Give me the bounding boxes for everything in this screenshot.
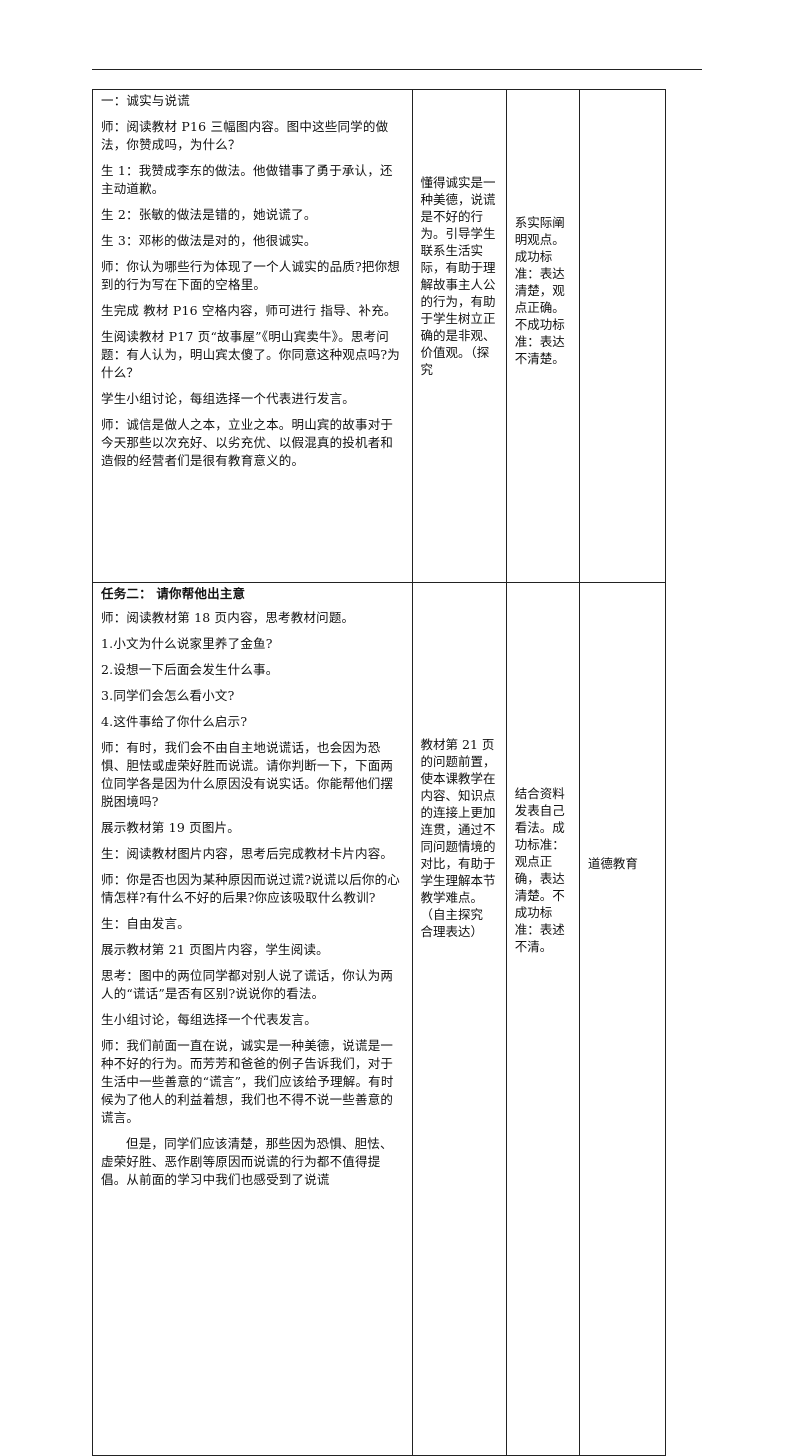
task2-paragraph: 师：阅读教材第 18 页内容，思考教材问题。 — [101, 610, 355, 625]
task2-paragraph: 展示教材第 21 页图片内容，学生阅读。 — [101, 942, 329, 957]
task2-paragraph: 3.同学们会怎么看小文? — [101, 688, 235, 703]
task1-paragraph: 生阅读教材 P17 页“故事屋”《明山宾卖牛》。思考问题：有人认为，明山宾太傻了… — [101, 329, 401, 380]
task2-title: 任务二： 请你帮他出主意 — [101, 586, 246, 601]
task2-paragraph: 思考：图中的两位同学都对别人说了谎话，你认为两人的“谎话”是否有区别?说说你的看… — [101, 968, 394, 1001]
task1-paragraph: 生完成 教材 P16 空格内容，师可进行 指导、补充。 — [101, 303, 397, 318]
task2-assessment: 结合资料发表自己看法。成功标准：观点正确，表达清楚。不成功标准：表述不清。 — [514, 786, 565, 954]
task1-assessment: 系实际阐明观点。成功标准：表达清楚，观点正确。不成功标准：表达不清楚。 — [514, 215, 565, 366]
task2-assessment-cell: 结合资料发表自己看法。成功标准：观点正确，表达清楚。不成功标准：表述不清。 — [505, 582, 580, 1456]
lesson-plan-table: 一：诚实与说谎 师：阅读教材 P16 三幅图内容。图中这些同学的做法，你赞成吗，… — [92, 89, 667, 1456]
task2-paragraph: 师：我们前面一直在说，诚实是一种美德，说谎是一种不好的行为。而芳芳和爸爸的例子告… — [101, 1038, 394, 1125]
task2-note: 道德教育 — [587, 856, 638, 871]
table-row-task2: 任务二： 请你帮他出主意 师：阅读教材第 18 页内容，思考教材问题。 1.小文… — [92, 582, 667, 1456]
task1-paragraph: 师：阅读教材 P16 三幅图内容。图中这些同学的做法，你赞成吗，为什么？ — [101, 119, 389, 152]
task2-paragraph: 4.这件事给了你什么启示? — [101, 714, 248, 729]
task2-design-intent-cell: 教材第 21 页的问题前置，使本课教学在内容、知识点的连接上更加连贯，通过不同问… — [411, 582, 507, 1456]
task2-design-intent-cont: 合理表达） — [420, 924, 484, 939]
task2-note-cell: 道德教育 — [578, 582, 667, 1456]
task2-paragraph: 师：有时，我们会不由自主地说谎话，也会因为恐惧、胆怯或虚荣好胜而说谎。请你判断一… — [101, 740, 394, 809]
task2-process-cell: 任务二： 请你帮他出主意 师：阅读教材第 18 页内容，思考教材问题。 1.小文… — [92, 582, 413, 1456]
task2-paragraph: 生：阅读教材图片内容，思考后完成教材卡片内容。 — [101, 846, 394, 861]
task1-heading: 一：诚实与说谎 — [101, 93, 190, 108]
task2-paragraph: 展示教材第 19 页图片。 — [101, 820, 240, 835]
task2-paragraph: 1.小文为什么说家里养了金鱼? — [101, 636, 273, 651]
task1-paragraph: 师：诚信是做人之本，立业之本。明山宾的故事对于今天那些以次充好、以劣充优、以假混… — [101, 417, 394, 468]
task1-design-intent: 懂得诚实是一种美德，说谎是不好的行为。引导学生联系生活实际，有助于理解故事主人公… — [420, 175, 496, 377]
task1-note-cell — [578, 89, 667, 583]
table-row-task1: 一：诚实与说谎 师：阅读教材 P16 三幅图内容。图中这些同学的做法，你赞成吗，… — [92, 89, 667, 583]
task2-paragraph: 师：你是否也因为某种原因而说过谎?说谎以后你的心情怎样?有什么不好的后果?你应该… — [101, 872, 401, 905]
task1-process-cell: 一：诚实与说谎 师：阅读教材 P16 三幅图内容。图中这些同学的做法，你赞成吗，… — [92, 89, 413, 583]
task1-paragraph: 师：你认为哪些行为体现了一个人诚实的品质?把你想到的行为写在下面的空格里。 — [101, 259, 401, 292]
task1-paragraph: 学生小组讨论，每组选择一个代表进行发言。 — [101, 391, 356, 406]
task1-paragraph: 生 3：邓彬的做法是对的，他很诚实。 — [101, 233, 317, 248]
task2-design-intent: 教材第 21 页的问题前置，使本课教学在内容、知识点的连接上更加连贯，通过不同问… — [420, 737, 496, 922]
task2-paragraph: 生小组讨论，每组选择一个代表发言。 — [101, 1012, 317, 1027]
task2-paragraph: 生：自由发言。 — [101, 916, 190, 931]
task1-design-intent-cell: 懂得诚实是一种美德，说谎是不好的行为。引导学生联系生活实际，有助于理解故事主人公… — [411, 89, 507, 583]
header-rule — [92, 69, 702, 70]
task1-paragraph: 生 2：张敏的做法是错的，她说谎了。 — [101, 207, 317, 222]
task1-paragraph: 生 1：我赞成李东的做法。他做错事了勇于承认，还主动道歉。 — [101, 163, 393, 196]
task2-paragraph: 但是，同学们应该清楚，那些因为恐惧、胆怯、虚荣好胜、恶作剧等原因而说谎的行为都不… — [101, 1136, 393, 1187]
task2-paragraph: 2.设想一下后面会发生什么事。 — [101, 662, 279, 677]
task1-assessment-cell: 系实际阐明观点。成功标准：表达清楚，观点正确。不成功标准：表达不清楚。 — [505, 89, 580, 583]
